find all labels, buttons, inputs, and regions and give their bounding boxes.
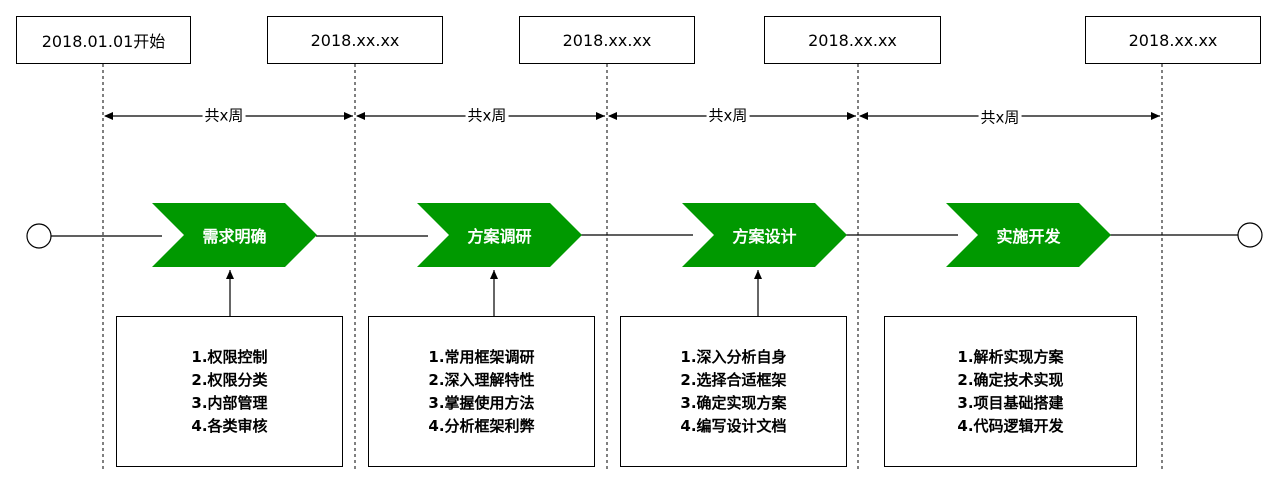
task-item: 1.常用框架调研: [428, 347, 535, 366]
task-box-2: 1.常用框架调研 2.深入理解特性 3.掌握使用方法 4.分析框架利弊: [368, 316, 595, 467]
chevron-shape: [946, 203, 1111, 267]
phase-label: 需求明确: [202, 227, 267, 246]
phase-step-2: 方案调研: [417, 203, 582, 267]
task-item: 1.深入分析自身: [680, 347, 787, 366]
task-item: 1.权限控制: [191, 347, 268, 366]
task-item: 4.编写设计文档: [680, 416, 787, 435]
phase-label: 方案设计: [732, 227, 797, 246]
start-circle: [26, 223, 52, 249]
task-item: 1.解析实现方案: [957, 347, 1064, 366]
date-box-5: 2018.xx.xx: [1085, 16, 1261, 64]
duration-label-3: 共x周: [706, 104, 750, 126]
date-label: 2018.xx.xx: [310, 30, 400, 50]
date-box-4: 2018.xx.xx: [764, 16, 941, 64]
phase-label: 方案调研: [467, 227, 532, 246]
date-label: 2018.xx.xx: [562, 30, 652, 50]
task-item: 2.确定技术实现: [957, 370, 1064, 389]
date-box-1: 2018.01.01开始: [16, 16, 191, 64]
task-item: 4.分析框架利弊: [428, 416, 535, 435]
duration-label-4: 共x周: [978, 106, 1022, 128]
task-item: 3.项目基础搭建: [957, 393, 1064, 412]
phase-label: 实施开发: [996, 227, 1061, 246]
task-item: 2.权限分类: [191, 370, 268, 389]
task-box-1: 1.权限控制 2.权限分类 3.内部管理 4.各类审核: [116, 316, 343, 467]
phase-step-1: 需求明确: [152, 203, 317, 267]
duration-label-2: 共x周: [465, 104, 509, 126]
task-box-4: 1.解析实现方案 2.确定技术实现 3.项目基础搭建 4.代码逻辑开发: [884, 316, 1137, 467]
task-item: 3.掌握使用方法: [428, 393, 535, 412]
task-item: 4.代码逻辑开发: [957, 416, 1064, 435]
task-item: 3.内部管理: [191, 393, 268, 412]
task-item: 2.选择合适框架: [680, 370, 787, 389]
task-list: 1.常用框架调研 2.深入理解特性 3.掌握使用方法 4.分析框架利弊: [428, 346, 534, 438]
chevron-shape: [417, 203, 582, 267]
task-item: 4.各类审核: [191, 416, 268, 435]
date-label: 2018.xx.xx: [808, 30, 897, 50]
date-box-3: 2018.xx.xx: [519, 16, 695, 64]
task-list: 1.权限控制 2.权限分类 3.内部管理 4.各类审核: [191, 346, 267, 438]
phase-step-3: 方案设计: [682, 203, 847, 267]
duration-label-1: 共x周: [202, 104, 246, 126]
task-item: 2.深入理解特性: [428, 370, 535, 389]
chevron-shape: [682, 203, 847, 267]
date-box-2: 2018.xx.xx: [267, 16, 443, 64]
chevron-shape: [152, 203, 317, 267]
phase-step-4: 实施开发: [946, 203, 1111, 267]
task-list: 1.解析实现方案 2.确定技术实现 3.项目基础搭建 4.代码逻辑开发: [957, 346, 1063, 438]
task-list: 1.深入分析自身 2.选择合适框架 3.确定实现方案 4.编写设计文档: [680, 346, 786, 438]
date-label: 2018.xx.xx: [1128, 30, 1218, 50]
task-item: 3.确定实现方案: [680, 393, 787, 412]
task-box-3: 1.深入分析自身 2.选择合适框架 3.确定实现方案 4.编写设计文档: [620, 316, 847, 467]
date-label: 2018.01.01开始: [41, 32, 166, 51]
end-circle: [1237, 222, 1263, 248]
